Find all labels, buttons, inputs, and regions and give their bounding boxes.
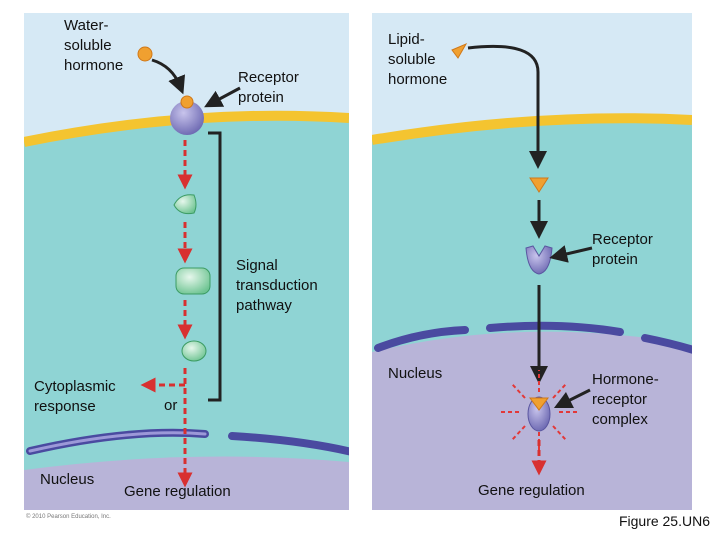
right-nuclear-envelope-3 [641, 334, 692, 354]
receptor-pointer-arrow [204, 86, 241, 108]
right-nuclear-envelope-2 [486, 321, 624, 336]
or-label: or [164, 397, 178, 414]
complex-pointer-arrow [553, 388, 591, 409]
hormone-binding-arrow [151, 58, 186, 95]
signal-transduction-label: Signal transduction pathway [236, 257, 318, 314]
lipid-soluble-hormone-label: Lipid- soluble hormone [388, 31, 448, 88]
right-receptor-protein-label: Receptor protein [592, 231, 653, 268]
right-plasma-membrane [372, 113, 692, 145]
receptor-protein-pointer [549, 245, 593, 263]
membrane-receptor-icon [170, 101, 204, 135]
relay-molecule-1 [173, 194, 197, 215]
right-nucleus-label: Nucleus [388, 365, 443, 382]
right-gene-regulation-label: Gene regulation [478, 482, 585, 499]
left-gene-regulation-label: Gene regulation [124, 483, 231, 500]
figure-label: Figure 25.UN6 [618, 513, 710, 529]
signal-transduction-bracket [208, 131, 222, 402]
water-soluble-hormone-label: Water- soluble hormone [64, 17, 124, 74]
relay-molecule-3 [181, 340, 207, 362]
right-extracellular-space [372, 13, 692, 140]
copyright-notice: © 2010 Pearson Education, Inc. [26, 514, 111, 520]
left-nucleus-label: Nucleus [40, 471, 95, 488]
left-nuclear-envelope-2 [228, 432, 349, 456]
hormone-receptor-complex-label: Hormone- receptor complex [592, 371, 659, 428]
hormone-entry-arrow [467, 44, 547, 169]
right-nuclear-envelope-1 [374, 326, 469, 352]
water-soluble-hormone-icon [137, 46, 153, 62]
lipid-soluble-hormone-icon [451, 42, 468, 59]
left-receptor-protein-label: Receptor protein [238, 69, 299, 106]
relay-molecule-2 [175, 267, 211, 295]
left-nuclear-envelope-highlight [28, 431, 207, 453]
intracellular-hormone-icon [529, 177, 549, 193]
bound-hormone-icon [180, 95, 194, 109]
cytoplasmic-response-label: Cytoplasmic response [34, 378, 116, 415]
left-extracellular-space [24, 13, 349, 142]
